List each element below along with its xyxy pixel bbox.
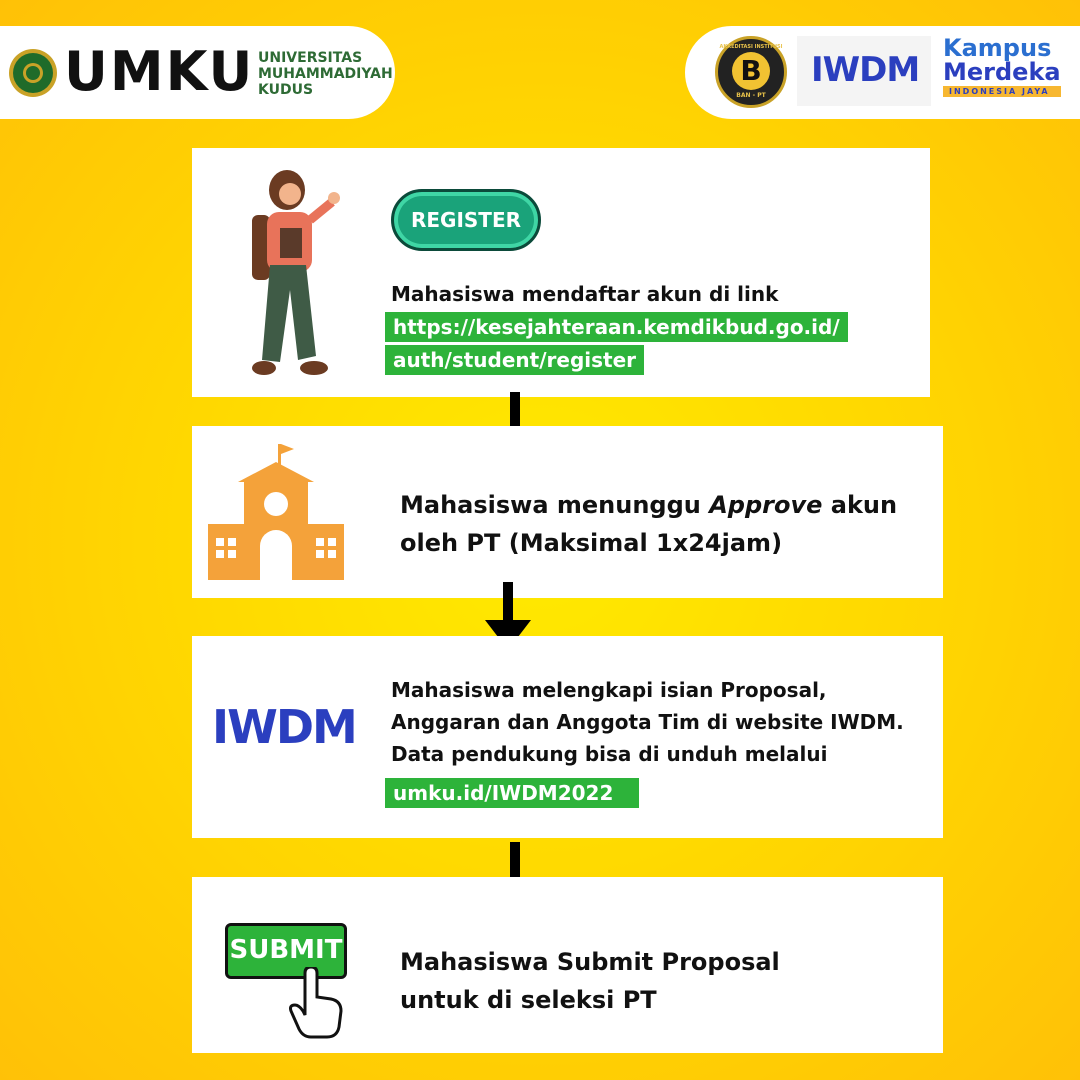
step-3-proposal: IWDM Mahasiswa melengkapi isian Proposal… [192, 636, 943, 838]
kampus-merdeka-line: Kampus [943, 34, 1052, 62]
step-2-approve: Mahasiswa menunggu Approve akun oleh PT … [192, 426, 943, 598]
university-header: UMKU UNIVERSITAS MUHAMMADIYAH KUDUS [0, 26, 395, 119]
register-button[interactable]: REGISTER [391, 189, 541, 251]
badge-top-text: AKREDITASI INSTITUSI [719, 44, 783, 50]
step-4-submit: SUBMIT Mahasiswa Submit Proposal untuk d… [192, 877, 943, 1053]
university-name-line: UNIVERSITAS [258, 50, 363, 66]
kampus-merdeka-line: Merdeka [943, 58, 1061, 86]
register-link[interactable]: auth/student/register [385, 345, 645, 375]
step-2-text-italic: Approve [709, 491, 823, 519]
step-3-text: Mahasiswa melengkapi isian Proposal, Ang… [391, 674, 904, 770]
step-3-text-line: Data pendukung bisa di unduh melalui [391, 742, 828, 766]
step-4-text-line: Mahasiswa Submit Proposal [400, 948, 780, 976]
step-4-text-line: untuk di seleksi PT [400, 986, 657, 1014]
step-3-text-line: Anggaran dan Anggota Tim di website IWDM… [391, 710, 904, 734]
register-link[interactable]: https://kesejahteraan.kemdikbud.go.id/ [385, 312, 848, 342]
step-4-text: Mahasiswa Submit Proposal untuk di selek… [400, 943, 780, 1019]
umku-logo: UMKU [64, 40, 255, 103]
student-illustration-icon [252, 170, 340, 375]
step-2-text-line: oleh PT (Maksimal 1x24jam) [400, 529, 783, 557]
badge-bottom-text: BAN - PT [736, 92, 766, 99]
hand-pointer-icon [289, 967, 343, 1039]
school-building-icon [208, 444, 344, 580]
accreditation-badge: AKREDITASI INSTITUSI B BAN - PT [715, 36, 787, 108]
iwdm-logo-text: IWDM [212, 700, 358, 754]
iwdm-logo: IWDM [212, 696, 372, 776]
arrow-down-icon [485, 582, 531, 650]
partner-logos-header: AKREDITASI INSTITUSI B BAN - PT IWDM Kam… [685, 26, 1080, 119]
kampus-merdeka-tag: INDONESIA JAYA [943, 86, 1061, 97]
step-2-text: Mahasiswa menunggu Approve akun oleh PT … [400, 486, 897, 562]
badge-grade: B [732, 52, 770, 90]
submit-button[interactable]: SUBMIT [225, 923, 347, 979]
university-name: UNIVERSITAS MUHAMMADIYAH KUDUS [258, 50, 393, 98]
step-1-text: Mahasiswa mendaftar akun di link [391, 282, 779, 306]
iwdm-logo: IWDM [797, 36, 931, 106]
step-3-text-line: Mahasiswa melengkapi isian Proposal, [391, 678, 827, 702]
university-name-line: KUDUS [258, 82, 314, 98]
step-2-text-part: akun [822, 491, 898, 519]
university-seal-icon [9, 49, 57, 97]
kampus-merdeka-logo: Kampus Merdeka INDONESIA JAYA [943, 36, 1061, 97]
iwdm-logo-text: IWDM [811, 50, 920, 90]
university-name-line: MUHAMMADIYAH [258, 66, 393, 82]
step-2-text-part: Mahasiswa menunggu [400, 491, 710, 519]
step-1-register: REGISTER Mahasiswa mendaftar akun di lin… [192, 148, 930, 397]
iwdm-download-link[interactable]: umku.id/IWDM2022 [385, 778, 640, 808]
